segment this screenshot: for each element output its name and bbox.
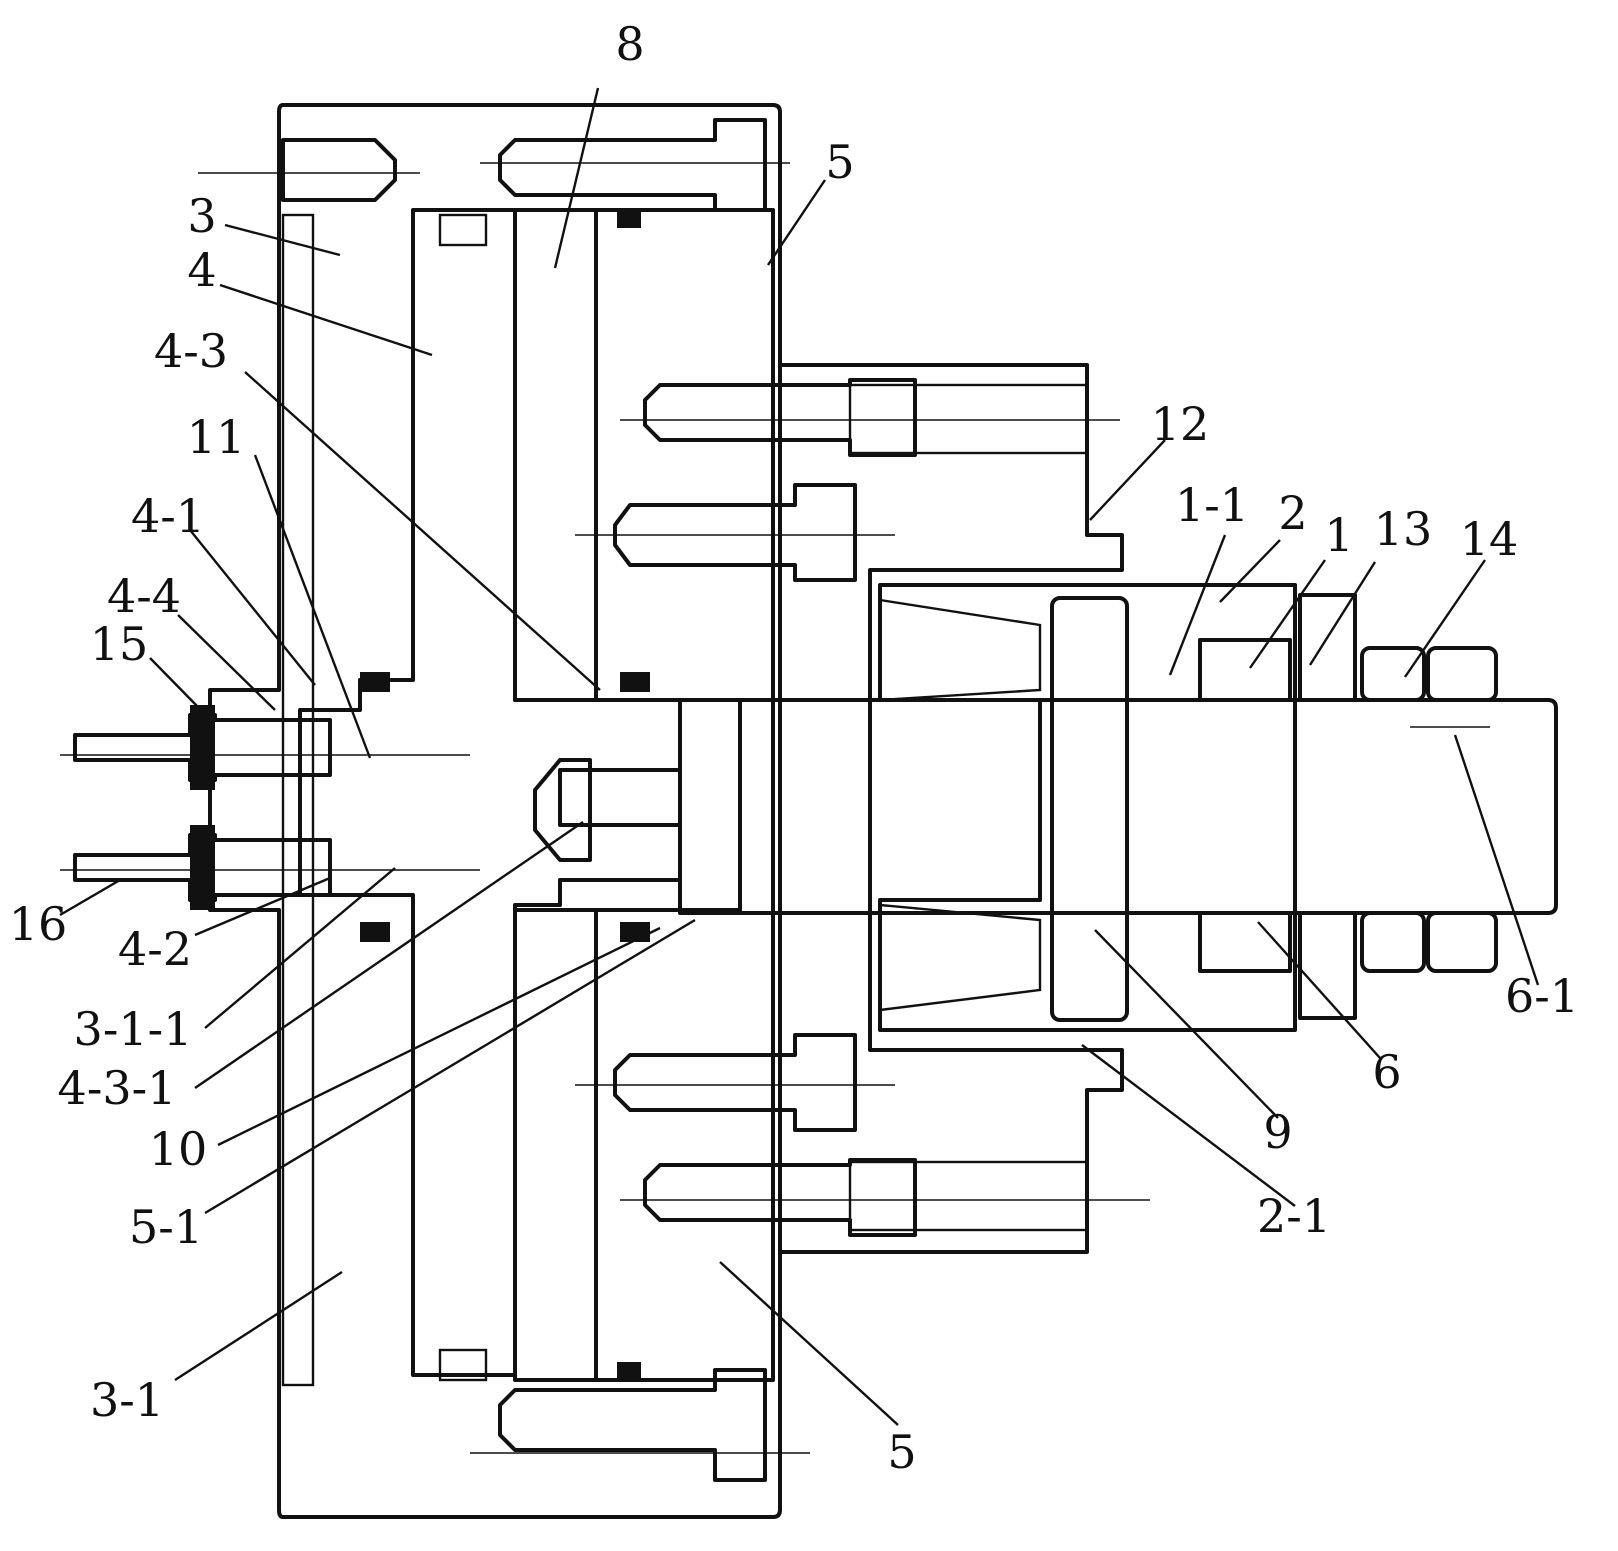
callout-5-top: 5 (825, 135, 854, 189)
nuts-14 (1362, 648, 1496, 971)
housing-body (210, 105, 780, 1517)
callout-labels: 8 5 3 4 4-3 11 4-1 4-4 15 12 1-1 2 1 13 … (9, 17, 1579, 1479)
leader-4 (220, 285, 432, 355)
callout-5-bottom: 5 (887, 1425, 916, 1479)
seal-5-1-upper (620, 672, 650, 692)
callout-4-1: 4-1 (131, 489, 205, 543)
leader-5-top (768, 180, 825, 265)
callout-4: 4 (187, 243, 216, 297)
callout-5-1: 5-1 (129, 1200, 203, 1254)
bolts (283, 120, 915, 1480)
callout-10: 10 (149, 1122, 208, 1176)
callout-1: 1 (1324, 508, 1353, 562)
leader-8 (555, 88, 598, 268)
flange-12 (780, 365, 1122, 1252)
callout-12: 12 (1151, 397, 1210, 451)
leader-4-2 (195, 878, 330, 935)
leader-3-1 (175, 1272, 342, 1380)
leader-1-1 (1170, 535, 1225, 675)
bushing-2 (880, 585, 1295, 1030)
callout-3-1-1: 3-1-1 (74, 1002, 193, 1056)
callout-6: 6 (1372, 1045, 1401, 1099)
callout-6-1: 6-1 (1505, 969, 1579, 1023)
leader-4-3 (245, 372, 600, 690)
leader-1 (1250, 560, 1325, 668)
leader-4-4 (178, 615, 275, 710)
pin-9 (1052, 598, 1127, 1020)
callout-14: 14 (1460, 512, 1519, 566)
callout-15: 15 (90, 617, 149, 671)
callout-3: 3 (187, 189, 216, 243)
callout-2: 2 (1278, 486, 1307, 540)
callout-13: 13 (1374, 502, 1433, 556)
callout-4-3: 4-3 (154, 324, 228, 378)
plate-4 (300, 210, 680, 1380)
leader-4-3-1 (195, 822, 583, 1088)
callout-4-3-1: 4-3-1 (58, 1061, 177, 1115)
callout-3-1: 3-1 (90, 1373, 164, 1427)
leader-14 (1405, 560, 1485, 677)
ring-1-13 (1200, 595, 1355, 1018)
cavity-8 (515, 210, 596, 700)
callout-8: 8 (615, 17, 644, 71)
leader-12 (1090, 440, 1165, 520)
callout-2-1: 2-1 (1257, 1189, 1331, 1243)
callout-4-2: 4-2 (118, 922, 192, 976)
seal-11-upper (360, 672, 390, 692)
seal-top (617, 210, 641, 228)
callout-11: 11 (187, 410, 246, 464)
callout-4-4: 4-4 (107, 569, 181, 623)
leader-4-1 (190, 530, 315, 685)
leader-15 (150, 658, 198, 707)
callout-1-1: 1-1 (1175, 478, 1249, 532)
callout-9: 9 (1263, 1105, 1292, 1159)
leader-5-bottom (720, 1262, 898, 1425)
o-ring-top (440, 215, 486, 245)
fittings (75, 705, 330, 910)
callout-16: 16 (9, 897, 68, 951)
seal-bottom (617, 1362, 641, 1380)
leader-2 (1220, 540, 1280, 602)
seal-11-lower (360, 922, 390, 942)
leader-16 (60, 880, 120, 915)
